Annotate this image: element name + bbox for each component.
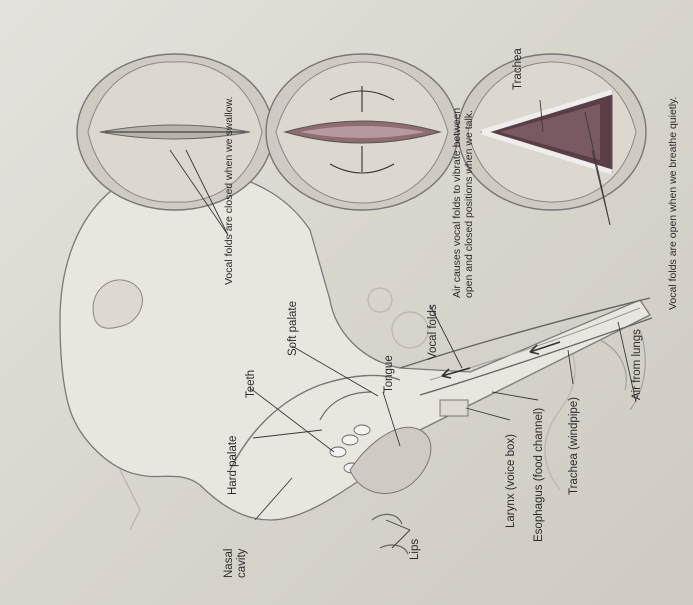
caption-folds-open: Vocal folds are open when we breathe qui… [667,97,679,310]
head-profile-illustration [60,167,652,554]
label-soft-palate: Soft palate [287,301,299,356]
label-vocal-folds: Vocal folds [427,304,439,360]
vocal-folds-vibrating-view [266,54,458,210]
label-tongue: Tongue [383,355,395,393]
label-air-from-lungs: Air from lungs [631,329,643,400]
label-larynx: Larynx (voice box) [505,434,517,528]
label-lips: Lips [409,539,421,560]
caption-folds-vibrate: Air causes vocal folds to vibrate betwee… [451,105,475,298]
label-nasal-cavity: Nasal cavity [223,545,248,578]
label-hard-palate: Hard palate [227,436,239,495]
vocal-folds-closed-view [77,54,273,210]
label-trachea-windpipe: Trachea (windpipe) [568,397,580,495]
caption-folds-closed: Vocal folds are closed when we swallow. [223,96,235,285]
label-trachea: Trachea [512,48,524,90]
label-esophagus: Esophagus (food channel) [533,408,545,542]
vocal-folds-open-view [458,54,646,210]
label-teeth: Teeth [245,370,257,398]
